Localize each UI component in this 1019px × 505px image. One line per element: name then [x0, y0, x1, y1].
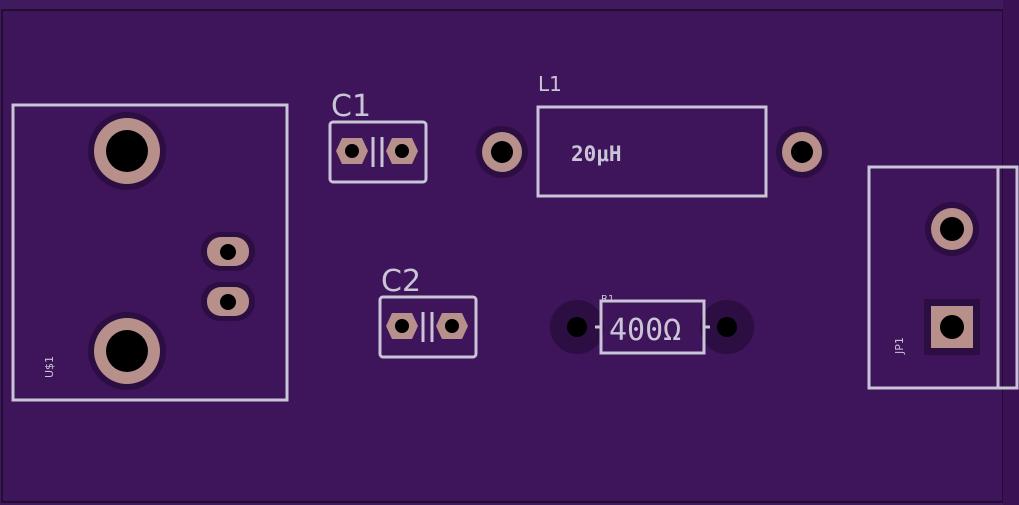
u1-drill-2 [106, 330, 148, 372]
c1-drill-2 [395, 144, 409, 158]
c2-label: C2 [381, 264, 421, 299]
jp1-label: JP1 [893, 337, 906, 355]
u1-footprint[interactable]: U$1 [11, 103, 289, 402]
l1-footprint[interactable]: L1 20μH [476, 72, 828, 198]
c2-drill-2 [445, 319, 459, 333]
c1-drill-1 [345, 144, 359, 158]
c2-footprint[interactable]: C2 [378, 264, 478, 359]
r1-footprint[interactable]: 400Ω R1 [550, 294, 754, 355]
l1-drill-1 [491, 141, 513, 163]
c1-label: C1 [331, 89, 371, 124]
c2-outline [378, 295, 478, 359]
c1-footprint[interactable]: C1 [328, 89, 428, 184]
jp1-drill-1 [940, 217, 964, 241]
board-outline [1, 9, 1004, 503]
l1-value: 20μH [571, 142, 622, 166]
u1-drill-1 [106, 130, 148, 172]
l1-drill-2 [791, 141, 813, 163]
r1-value: 400Ω [609, 313, 681, 348]
c1-outline [328, 120, 428, 184]
board-edge-strip [1003, 0, 1019, 505]
u1-outline [11, 103, 289, 402]
c2-drill-1 [395, 319, 409, 333]
l1-outline [536, 105, 768, 198]
r1-drill-2 [717, 317, 737, 337]
jp1-drill-2 [940, 315, 964, 339]
jp1-footprint[interactable]: JP1 [867, 165, 1019, 390]
u1-drill-3 [220, 244, 236, 260]
r1-label: R1 [601, 294, 614, 305]
r1-outline [599, 299, 706, 355]
jp1-outline [867, 165, 1019, 390]
l1-label: L1 [538, 72, 562, 96]
u1-label: U$1 [43, 356, 56, 378]
r1-drill-1 [567, 317, 587, 337]
u1-drill-4 [220, 294, 236, 310]
